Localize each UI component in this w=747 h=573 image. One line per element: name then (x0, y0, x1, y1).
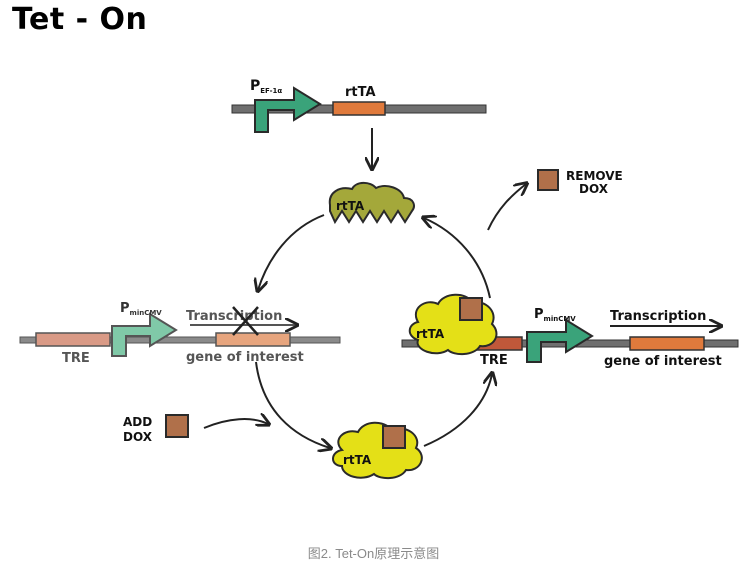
cycle-arrow-bottom-up (423, 374, 492, 447)
dox-bound-bottom (382, 425, 406, 449)
blocked-x-mark (232, 306, 259, 336)
right-promoter-label: PminCMV (534, 307, 576, 323)
left-promoter-label: PminCMV (120, 301, 162, 317)
right-tre-label: TRE (480, 353, 508, 368)
dox-square-remove (537, 169, 559, 191)
left-construct-off: PminCMV Transcription TRE gene of intere… (19, 301, 341, 366)
remove-dox-label-1: REMOVE (566, 169, 623, 183)
dox-square-add (165, 414, 189, 438)
rtta-top-label: rtTA (336, 199, 365, 213)
remove-dox-label-2: DOX (579, 182, 609, 196)
rtta-inactive-top: rtTA (328, 181, 415, 225)
dox-bound-right (459, 297, 483, 321)
rtta-gene-box (332, 101, 386, 116)
right-transcription-label: Transcription (610, 309, 706, 324)
add-dox-arrow (203, 419, 268, 429)
left-tre-label: TRE (62, 351, 90, 366)
left-transcription-label: Transcription (186, 309, 282, 324)
figure-caption: 图2. Tet-On原理示意图 (307, 546, 440, 561)
remove-dox-arrow (487, 184, 526, 231)
cycle-arrow-left-down (255, 361, 330, 448)
ef1a-rtta-construct: PEF-1α rtTA (231, 78, 487, 133)
dna-strand-left (19, 336, 341, 344)
mincmv-promoter-right (526, 318, 594, 363)
gene-box-right (629, 336, 705, 351)
ef1a-promoter-label: PEF-1α (250, 78, 282, 95)
ef1a-promoter-arrow (254, 86, 322, 133)
gene-box-left (215, 332, 291, 347)
left-gene-label: gene of interest (186, 350, 304, 365)
rtta-left-label: rtTA (416, 327, 445, 341)
right-construct-on: rtTA PminCMV Transcription TRE gene of i… (401, 293, 739, 369)
add-dox-group: ADD DOX (123, 414, 189, 444)
rtta-gene-label: rtTA (345, 85, 376, 100)
page-title: Tet - On (12, 2, 148, 37)
add-dox-label-1: ADD (123, 415, 152, 429)
add-dox-label-2: DOX (123, 430, 153, 444)
remove-dox-group: REMOVE DOX (537, 169, 623, 196)
rtta-bottom-label: rtTA (343, 453, 372, 467)
tre-box-left (35, 332, 111, 347)
rtta-active-bound (408, 293, 498, 356)
right-gene-label: gene of interest (604, 354, 722, 369)
rtta-active-bottom: rtTA (332, 421, 423, 480)
mincmv-promoter-left (111, 312, 178, 357)
cycle-arrow-top-left (258, 214, 325, 290)
cycle-arrow-right-up (424, 218, 491, 299)
